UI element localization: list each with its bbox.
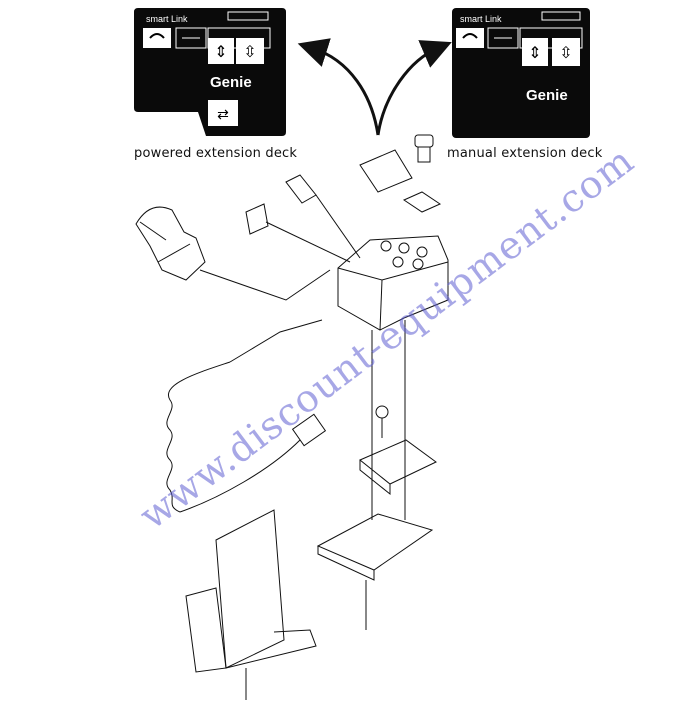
manual-deck-caption: manual extension deck — [447, 146, 603, 161]
powered-deck-panel: smart Link ⇕ ⇳ Genie ⇄ — [134, 8, 286, 136]
manual-deck-panel: smart Link ⇕ ⇳ Genie — [452, 8, 590, 138]
lift-enable-icon — [149, 33, 165, 39]
extension-deck-icon: ⇄ — [217, 106, 229, 122]
panel-logo: Genie — [526, 87, 568, 104]
curved-split-arrow-icon — [297, 38, 452, 136]
svg-text:⇕: ⇕ — [528, 45, 541, 62]
platform-up-down-icon: ⇳ — [243, 44, 256, 61]
control-box-assembly — [135, 134, 449, 700]
panel-brand: smart Link — [460, 14, 502, 24]
powered-deck-caption: powered extension deck — [134, 146, 298, 161]
svg-text:⇳: ⇳ — [559, 45, 572, 62]
drive-icon: ⇕ — [214, 44, 227, 61]
panel-brand: smart Link — [146, 14, 188, 24]
panel-logo: Genie — [210, 74, 252, 91]
